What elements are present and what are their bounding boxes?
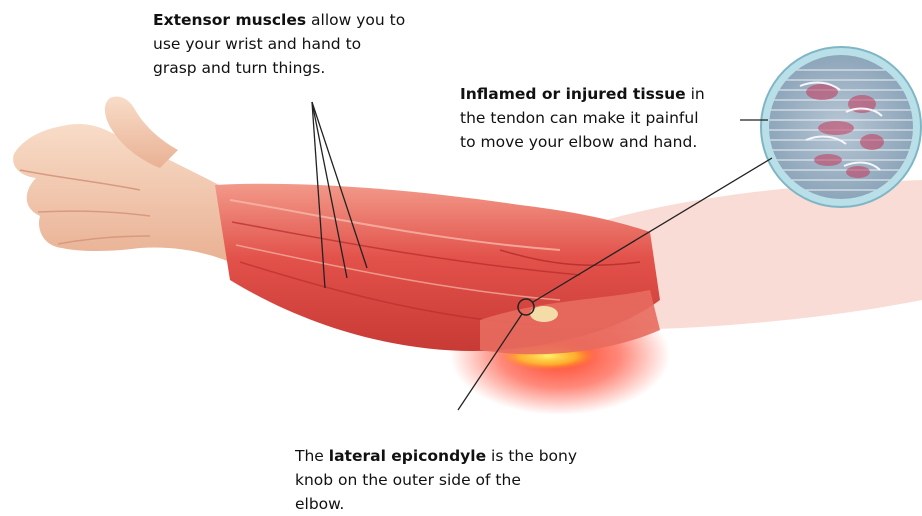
lateral-line-2: knob on the outer side of the: [295, 471, 521, 489]
inflamed-tissue-term: Inflamed or injured tissue: [460, 85, 686, 103]
extensor-line-3: grasp and turn things.: [153, 59, 325, 77]
hand: [13, 96, 230, 262]
extensor-muscles-term: Extensor muscles: [153, 11, 306, 29]
extensor-muscles-label: Extensor muscles allow you to use your w…: [153, 8, 433, 80]
lateral-line-1: is the bony: [486, 447, 577, 465]
lateral-line-3: elbow.: [295, 495, 344, 513]
inflamed-line-1: in: [686, 85, 705, 103]
magnifier-lens: [760, 47, 922, 207]
extensor-line-2: use your wrist and hand to: [153, 35, 361, 53]
lateral-prefix: The: [295, 447, 329, 465]
extensor-line-1: allow you to: [306, 11, 405, 29]
lateral-epicondyle-label: The lateral epicondyle is the bony knob …: [295, 444, 625, 516]
forearm-muscles: [215, 184, 660, 355]
lateral-epicondyle-term: lateral epicondyle: [329, 447, 486, 465]
inflamed-line-3: to move your elbow and hand.: [460, 133, 697, 151]
inflamed-tissue-label: Inflamed or injured tissue in the tendon…: [460, 82, 760, 154]
inflamed-line-2: the tendon can make it painful: [460, 109, 699, 127]
